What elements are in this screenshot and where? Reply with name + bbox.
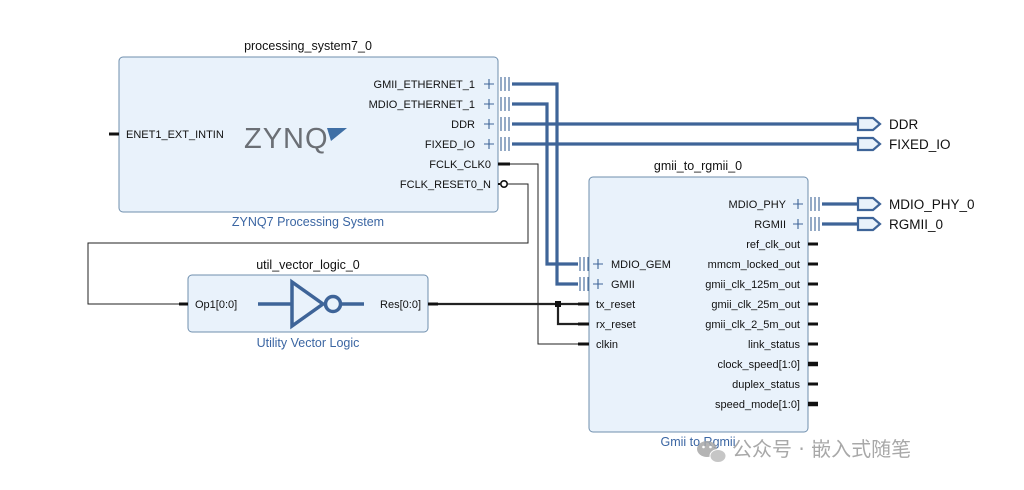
net-res-to-rx-reset[interactable] [556, 304, 578, 326]
wechat-icon [697, 441, 727, 463]
net-junction-dot [555, 301, 561, 307]
pin-label-clock-speed: clock_speed[1:0] [717, 359, 800, 371]
uvl-block[interactable]: util_vector_logic_0 Utility Vector Logic… [179, 258, 438, 350]
pin-label-mdio-ethernet-1: MDIO_ETHERNET_1 [369, 99, 475, 111]
nets [87, 82, 858, 345]
net-fclk-reset[interactable] [87, 183, 529, 305]
uvl-instance-name: util_vector_logic_0 [256, 258, 360, 272]
external-port-fixed-io[interactable]: FIXED_IO [856, 136, 951, 152]
pin-label-gmii-clk-2-5m-out: gmii_clk_2_5m_out [705, 319, 800, 331]
pin-label-duplex-status: duplex_status [732, 379, 800, 391]
pin-label-res: Res[0:0] [380, 299, 421, 311]
gmii-block[interactable]: gmii_to_rgmii_0 Gmii to Rgmii MDIO_GEM G… [578, 159, 820, 449]
zynq-logo: ZYNQ [244, 123, 347, 155]
pin-label-op1: Op1[0:0] [195, 299, 237, 311]
pin-label-mdio-gem: MDIO_GEM [611, 259, 671, 271]
ps7-instance-name: processing_system7_0 [244, 39, 372, 53]
pin-label-fclk-clk0: FCLK_CLK0 [429, 159, 491, 171]
gmii-right-scalar-pins[interactable] [808, 242, 818, 407]
pin-label-gmii: GMII [611, 279, 635, 291]
pin-label-gmii-ethernet-1: GMII_ETHERNET_1 [374, 79, 475, 91]
external-port-label-mdio-phy-0: MDIO_PHY_0 [889, 197, 975, 212]
pin-label-fclk-reset0-n: FCLK_RESET0_N [400, 179, 491, 191]
gmii-left-interface-pins[interactable] [579, 257, 603, 291]
pin-label-link-status: link_status [748, 339, 800, 351]
not-gate-icon [258, 278, 364, 330]
gmii-right-interface-pins[interactable] [793, 197, 820, 231]
net-fclk-clk0[interactable] [510, 163, 578, 345]
gmii-subtitle: Gmii to Rgmii [660, 435, 735, 449]
pin-fclk-reset0-n-bubble[interactable] [499, 180, 508, 189]
pin-label-gmii-clk-25m-out: gmii_clk_25m_out [711, 299, 800, 311]
pin-label-clkin: clkin [596, 339, 618, 351]
pin-label-tx-reset: tx_reset [596, 299, 635, 311]
watermark-text: 公众号 · 嵌入式随笔 [732, 437, 911, 461]
net-mdio-bus[interactable] [512, 102, 578, 266]
watermark: 公众号 · 嵌入式随笔 [697, 437, 911, 463]
external-port-rgmii-0[interactable]: RGMII_0 [856, 216, 943, 232]
ps7-block[interactable]: processing_system7_0 ZYNQ7 Processing Sy… [109, 39, 510, 229]
external-port-label-ddr: DDR [889, 117, 918, 132]
pin-label-mdio-phy: MDIO_PHY [729, 199, 787, 211]
pin-label-rgmii: RGMII [754, 219, 786, 231]
external-port-label-rgmii-0: RGMII_0 [889, 217, 943, 232]
ps7-subtitle: ZYNQ7 Processing System [232, 215, 384, 229]
pin-label-ref-clk-out: ref_clk_out [746, 239, 800, 251]
pin-label-mmcm-locked-out: mmcm_locked_out [708, 259, 800, 271]
pin-label-enet1-ext-intin: ENET1_EXT_INTIN [126, 129, 224, 141]
pin-label-rx-reset: rx_reset [596, 319, 636, 331]
zynq-logo-text: ZYNQ [244, 123, 329, 155]
external-port-ddr[interactable]: DDR [856, 116, 918, 132]
gmii-instance-name: gmii_to_rgmii_0 [654, 159, 742, 173]
pin-label-speed-mode: speed_mode[1:0] [715, 399, 800, 411]
ps7-interface-pins[interactable] [484, 77, 510, 151]
zynq-logo-mark [327, 128, 347, 141]
external-port-label-fixed-io: FIXED_IO [889, 137, 951, 152]
pin-label-fixed-io: FIXED_IO [425, 139, 476, 151]
external-port-mdio-phy-0[interactable]: MDIO_PHY_0 [856, 196, 975, 212]
pin-label-ddr: DDR [451, 119, 475, 131]
pin-label-gmii-clk-125m-out: gmii_clk_125m_out [705, 279, 800, 291]
external-ports: DDR FIXED_IO MDIO_PHY_0 RGMII_0 [856, 116, 975, 232]
uvl-subtitle: Utility Vector Logic [257, 336, 360, 350]
net-gmii-bus[interactable] [512, 82, 578, 286]
